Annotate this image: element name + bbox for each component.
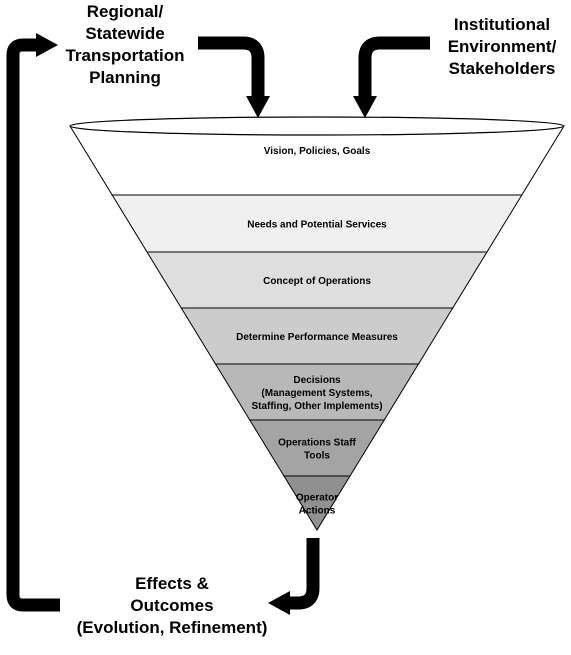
funnel-level-1-label: Vision, Policies, Goals xyxy=(264,146,371,157)
funnel-level-4-label: Determine Performance Measures xyxy=(236,332,398,343)
funnel-level-3-label: Concept of Operations xyxy=(263,276,371,287)
institutional-environment-label: Institutional Environment/ Stakeholders xyxy=(447,15,557,78)
funnel-level-2-label: Needs and Potential Services xyxy=(247,220,387,231)
arrow-regional-to-funnel xyxy=(198,36,270,118)
arrow-institutional-to-funnel xyxy=(353,36,430,118)
effects-outcomes-label: Effects & Outcomes (Evolution, Refinemen… xyxy=(76,574,268,637)
funnel-level-7 xyxy=(283,475,351,531)
regional-planning-label: Regional/ Statewide Transportation Plann… xyxy=(65,2,185,87)
funnel-level-5-label: Decisions(Management Systems,Staffing, O… xyxy=(251,375,382,412)
funnel-rim xyxy=(69,116,565,136)
funnel-level-1 xyxy=(69,125,565,196)
arrow-feedback-loop xyxy=(6,33,60,612)
arrow-funnel-to-effects xyxy=(268,538,320,615)
